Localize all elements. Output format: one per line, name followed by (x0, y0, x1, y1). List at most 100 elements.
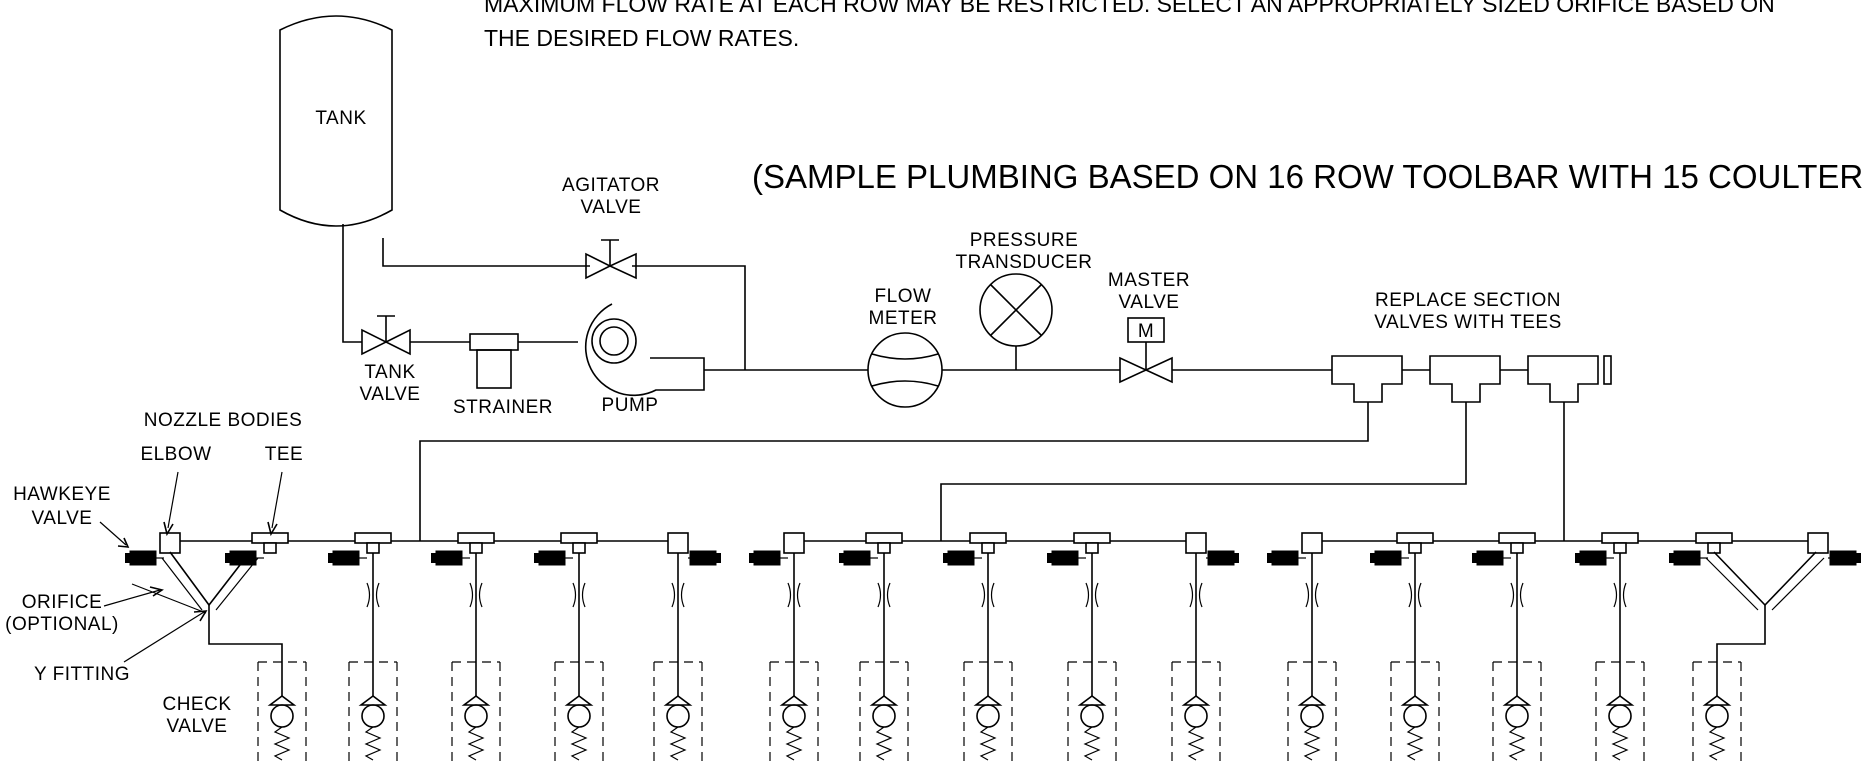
section-tees: REPLACE SECTION VALVES WITH TEES (1331, 290, 1612, 403)
nozzle-body (534, 532, 598, 696)
hawkeye-valve (534, 550, 573, 566)
tee-label: TEE (265, 444, 303, 465)
agitator-return-pipe (382, 238, 590, 267)
hawkeye-valve (943, 550, 982, 566)
check-valve (554, 661, 604, 762)
check-valve-label-2: VALVE (167, 716, 228, 737)
agitator-supply-pipe (632, 265, 746, 370)
hawkeye-valve-label-1: HAWKEYE (13, 484, 111, 505)
hawkeye-valve (1575, 550, 1614, 566)
agitator-valve-label-2: VALVE (581, 197, 642, 218)
tank-outlet-pipe (342, 224, 362, 343)
y-fitting-right (1705, 551, 1825, 696)
orifice-drop (572, 553, 586, 696)
check-valve (963, 661, 1013, 762)
hawkeye-valve (1472, 550, 1511, 566)
pressure-transducer-label-1: PRESSURE (970, 230, 1079, 251)
orifice-label-2: (OPTIONAL) (5, 614, 119, 635)
orifice-drop (366, 553, 380, 696)
section-feed-2 (940, 402, 1467, 541)
hawkeye-valve (225, 550, 264, 566)
nozzle-body (1472, 532, 1536, 696)
master-valve-symbol: M (1138, 321, 1154, 342)
agitator-valve: AGITATOR VALVE (562, 175, 660, 280)
nozzle-body (225, 532, 289, 566)
check-valves (257, 661, 1742, 762)
hawkeye-valve (1828, 550, 1861, 566)
orifice-drop (1085, 553, 1099, 696)
check-valve (1492, 661, 1542, 762)
check-valve (1390, 661, 1440, 762)
orifice-drop (1613, 553, 1627, 696)
nozzle-body (1185, 532, 1239, 696)
y-fitting-left (131, 551, 283, 696)
y-fitting-label: Y FITTING (34, 664, 130, 685)
hawkeye-valve (125, 550, 164, 566)
nozzle-body (1807, 532, 1861, 566)
sample-note: (SAMPLE PLUMBING BASED ON 16 ROW TOOLBAR… (752, 158, 1864, 195)
elbow-label: ELBOW (140, 444, 211, 465)
nozzle-body (431, 532, 495, 696)
flow-meter: FLOW METER (867, 286, 943, 408)
leader-lines (99, 471, 283, 663)
orifice-drop (1510, 553, 1524, 696)
hawkeye-valve (749, 550, 788, 566)
tank-valve-label-1: TANK (364, 362, 415, 383)
check-valve (859, 661, 909, 762)
nozzle-body (1370, 532, 1434, 696)
hawkeye-valve (1669, 550, 1708, 566)
tank-valve-label-2: VALVE (360, 384, 421, 405)
nozzle-body (749, 532, 805, 696)
hawkeye-valve (688, 550, 721, 566)
hawkeye-valve (431, 550, 470, 566)
tank-label: TANK (315, 108, 366, 129)
master-valve: M MASTER VALVE (1108, 270, 1190, 384)
strainer: STRAINER (453, 333, 553, 418)
hawkeye-valve (1370, 550, 1409, 566)
note-line-1: MAXIMUM FLOW RATE AT EACH ROW MAY BE RES… (484, 0, 1775, 17)
nozzle-body (328, 532, 392, 696)
replace-section-label-1: REPLACE SECTION (1375, 290, 1561, 311)
nozzle-body (1047, 532, 1111, 696)
pump: PUMP (584, 303, 705, 416)
nozzle-body (667, 532, 721, 696)
nozzle-bodies (125, 532, 1861, 696)
pump-label: PUMP (602, 395, 659, 416)
pressure-transducer-label-2: TRANSDUCER (956, 252, 1093, 273)
check-valve (1067, 661, 1117, 762)
hawkeye-valve (1267, 550, 1306, 566)
check-valve (348, 661, 398, 762)
check-valve (1595, 661, 1645, 762)
note-line-2: THE DESIRED FLOW RATES. (484, 25, 799, 51)
nozzle-body (1267, 532, 1323, 696)
check-valve (1287, 661, 1337, 762)
master-valve-label-1: MASTER (1108, 270, 1190, 291)
orifice-drop (469, 553, 483, 696)
check-valve-label-1: CHECK (162, 694, 231, 715)
hawkeye-valve (1206, 550, 1239, 566)
nozzle-body (1669, 532, 1733, 566)
check-valve (653, 661, 703, 762)
orifice-drop (877, 553, 891, 696)
orifice-drop (1408, 553, 1422, 696)
tank-valve: TANK VALVE (360, 315, 421, 405)
nozzle-body (1575, 532, 1639, 696)
tank: TANK (279, 15, 393, 227)
flow-meter-label-1: FLOW (875, 286, 932, 307)
orifice-label-1: ORIFICE (22, 592, 103, 613)
nozzle-bodies-label: NOZZLE BODIES (144, 410, 303, 431)
orifice-drop (787, 553, 801, 696)
section-feed-1 (419, 402, 1369, 541)
strainer-label: STRAINER (453, 397, 553, 418)
nozzle-body (943, 532, 1007, 696)
hawkeye-valve (1047, 550, 1086, 566)
check-valve (1692, 661, 1742, 762)
hawkeye-valve (328, 550, 367, 566)
agitator-valve-label-1: AGITATOR (562, 175, 660, 196)
pressure-transducer: PRESSURE TRANSDUCER (956, 230, 1093, 370)
master-valve-label-2: VALVE (1119, 292, 1180, 313)
check-valve (1171, 661, 1221, 762)
orifice-drop (1189, 553, 1203, 696)
check-valve (257, 661, 307, 762)
